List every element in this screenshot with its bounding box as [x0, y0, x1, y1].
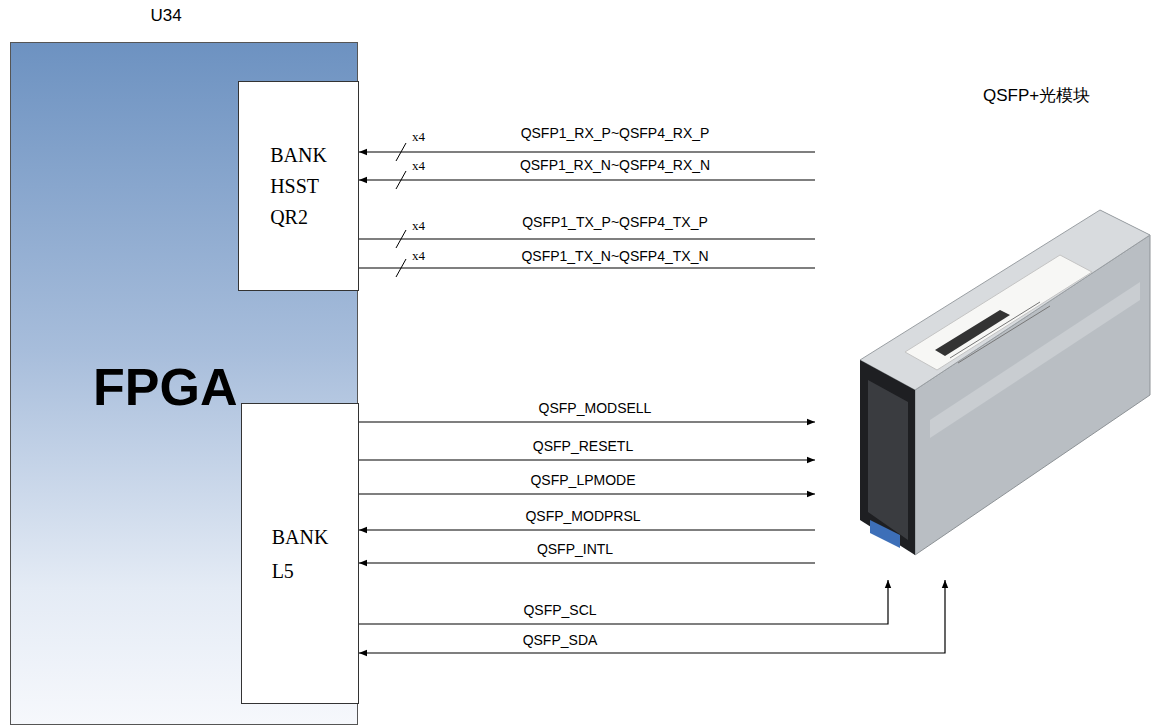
bus-width: x4 — [412, 248, 425, 263]
signal-wire — [359, 562, 815, 563]
signal-name: QSFP_SCL — [521, 602, 598, 618]
pull-tab — [870, 520, 900, 548]
signal-name: QSFP_LPMODE — [528, 472, 637, 488]
text-slot: U34 — [11, 7, 321, 25]
chip-name: FPGA — [93, 358, 237, 416]
module-title: QSFP+光模块 — [983, 86, 1090, 105]
signal-wire — [359, 580, 945, 653]
signal-name: QSFP1_TX_N~QSFP4_TX_N — [519, 248, 710, 264]
label-slot: x4 — [412, 216, 425, 234]
signal-wire — [359, 179, 815, 180]
signal-wire — [359, 267, 815, 268]
io-bank-box: BANK L5 — [241, 403, 359, 704]
module-label — [905, 255, 1092, 370]
text-slot: FPGA — [93, 361, 293, 413]
fpga-chip: BANK HSST QR2BANK L5U34FPGA — [10, 42, 358, 725]
optical-module: QSFP+光模块 — [815, 75, 1150, 580]
label-slot: QSFP1_TX_P~QSFP4_TX_P — [465, 213, 765, 231]
bank-name: BANK HSST QR2 — [270, 140, 327, 233]
text-slot: BANK L5 — [272, 520, 329, 588]
label-print — [950, 302, 1040, 358]
label-slot: x4 — [412, 156, 425, 174]
bus-width: x4 — [412, 158, 425, 173]
signal-name: QSFP1_RX_N~QSFP4_RX_N — [518, 157, 712, 173]
signal-name: QSFP_SDA — [521, 632, 600, 648]
barcode — [935, 310, 1010, 356]
signal-name: QSFP_RESETL — [531, 438, 635, 454]
label-slot: QSFP1_RX_P~QSFP4_RX_P — [465, 124, 765, 142]
label-slot: QSFP_LPMODE — [433, 471, 733, 489]
bus-width: x4 — [412, 218, 425, 233]
signal-name: QSFP1_RX_P~QSFP4_RX_P — [519, 125, 712, 141]
signal-name: QSFP_MODPRSL — [523, 508, 642, 524]
signal-wire — [359, 421, 815, 422]
label-slot: QSFP_MODSELL — [445, 399, 745, 417]
signal-name: QSFP_INTL — [535, 541, 615, 557]
label-slot: QSFP1_RX_N~QSFP4_RX_N — [465, 156, 765, 174]
bus-width-slashes — [396, 143, 406, 277]
label-slot: x4 — [412, 127, 425, 145]
signal-name: QSFP_MODSELL — [537, 400, 654, 416]
signal-wire — [359, 529, 815, 530]
label-slot: QSFP_SCL — [410, 601, 710, 619]
text-slot: QSFP+光模块 — [983, 87, 1148, 105]
signal-wire — [359, 151, 815, 152]
label-slot: QSFP_SDA — [410, 631, 710, 649]
label-slot: QSFP_INTL — [425, 540, 725, 558]
signal-wire — [359, 459, 815, 460]
module-rail — [930, 282, 1140, 438]
qsfp-module-photo — [860, 210, 1150, 555]
text-slot: BANK HSST QR2 — [270, 140, 327, 233]
io-bank-box: BANK HSST QR2 — [238, 81, 359, 291]
label-slot: QSFP_MODPRSL — [433, 507, 733, 525]
chip-designator: U34 — [150, 6, 181, 25]
signal-name: QSFP1_TX_P~QSFP4_TX_P — [520, 214, 710, 230]
bus-width: x4 — [412, 129, 425, 144]
label-slot: QSFP_RESETL — [433, 437, 733, 455]
module-top — [860, 210, 1150, 390]
signal-wire — [359, 493, 815, 494]
module-front — [860, 360, 915, 555]
module-front-slot — [868, 380, 908, 540]
label-slot: x4 — [412, 246, 425, 264]
label-slot: QSFP1_TX_N~QSFP4_TX_N — [465, 247, 765, 265]
bank-name: BANK L5 — [272, 520, 329, 588]
signal-wire — [359, 238, 815, 239]
signal-wire — [359, 580, 888, 624]
